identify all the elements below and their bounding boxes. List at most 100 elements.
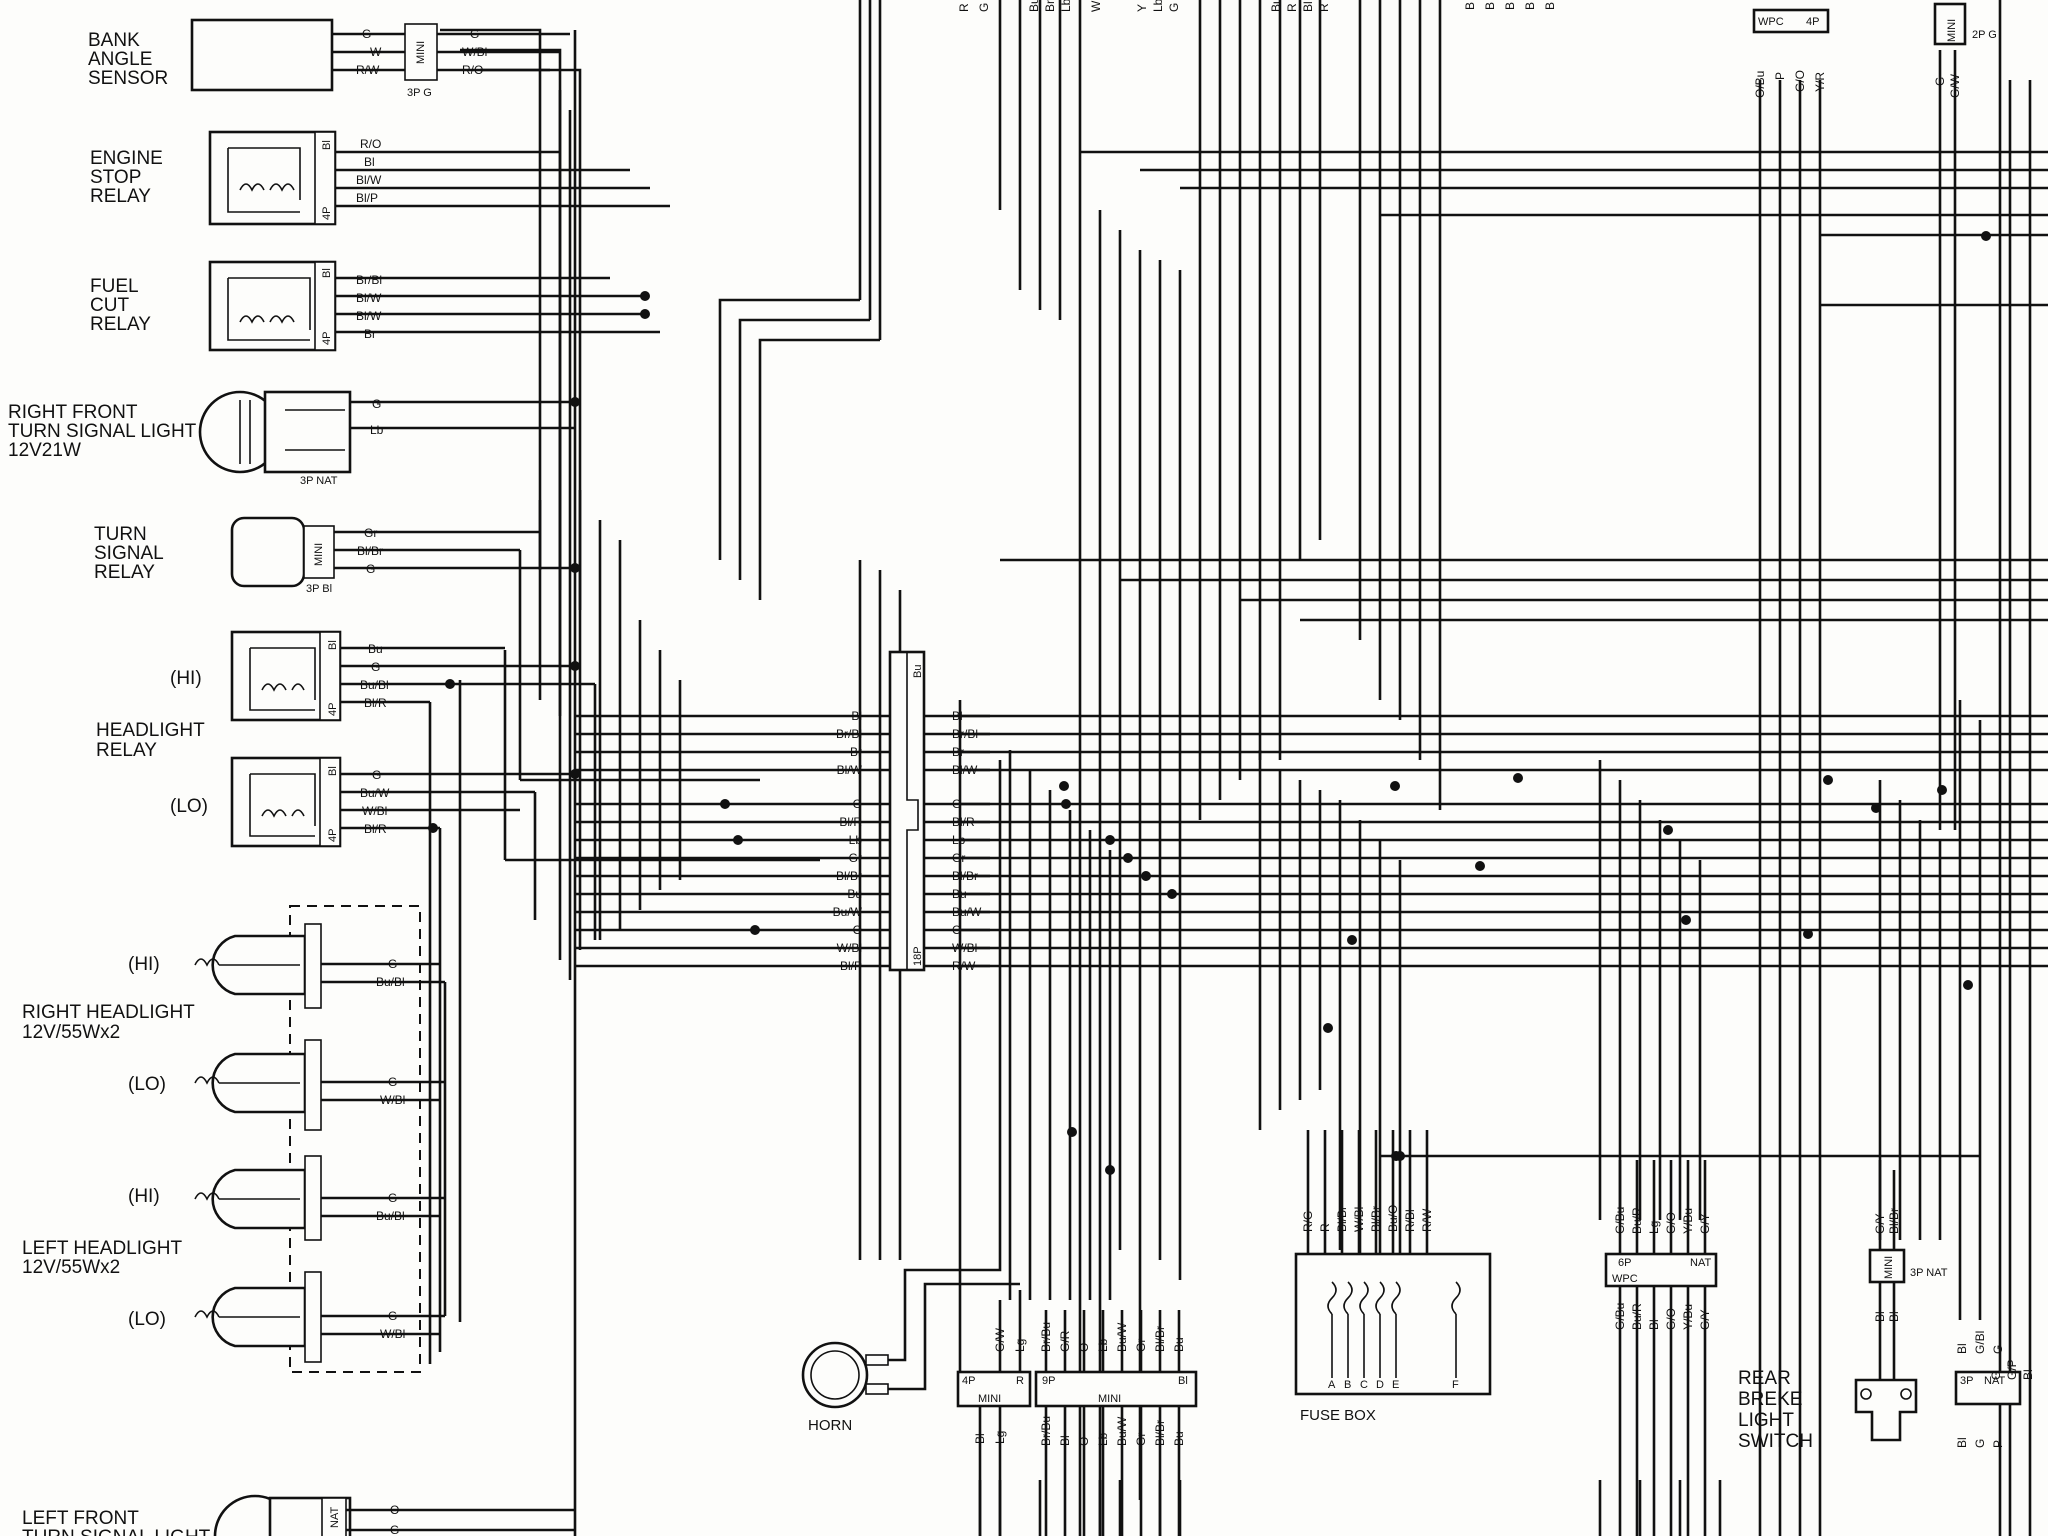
svg-text:Br: Br — [1043, 0, 1057, 12]
fuse-wire-label: R/Bl — [1403, 1209, 1417, 1232]
c18-left-label: G — [853, 797, 862, 811]
svg-text:O/Bu: O/Bu — [1753, 71, 1767, 98]
w6-top-label: G/Y — [1698, 1213, 1712, 1234]
svg-text:R: R — [1285, 3, 1299, 12]
junction-dot — [1963, 980, 1973, 990]
svg-text:Bl: Bl — [321, 268, 333, 278]
svg-text:Bl: Bl — [321, 140, 333, 150]
junction-dot — [640, 291, 650, 301]
svg-text:ANGLE: ANGLE — [88, 49, 152, 70]
junction-dot — [1513, 773, 1523, 783]
svg-text:Bu: Bu — [368, 642, 383, 656]
c18-left-label: Lb — [849, 833, 863, 847]
fuse-element — [1359, 1281, 1369, 1315]
svg-text:(LO): (LO) — [128, 1074, 166, 1095]
junction-dot — [1390, 781, 1400, 791]
c18-right-label: Bl — [952, 709, 963, 723]
svg-text:LIGHT: LIGHT — [1738, 1410, 1794, 1431]
svg-text:G: G — [388, 1075, 397, 1089]
svg-text:Bu/Bl: Bu/Bl — [376, 1209, 405, 1223]
svg-text:G: G — [1991, 1345, 2005, 1354]
svg-text:Y/R: Y/R — [1813, 72, 1827, 92]
c18-right-label: Bl/Br — [952, 869, 978, 883]
w6-bottom-label: G/O — [1664, 1308, 1678, 1330]
fuse-wire-label: Bl/Br — [1369, 1206, 1383, 1232]
svg-text:Bu/W: Bu/W — [360, 786, 390, 800]
w6-bottom-label: Y/Bu — [1681, 1304, 1695, 1330]
c18-left-label: Bl/W — [837, 763, 863, 777]
svg-text:R: R — [957, 3, 971, 12]
svg-text:MINI: MINI — [1883, 1256, 1895, 1279]
svg-text:(HI): (HI) — [128, 1186, 160, 1207]
m9-top-label: Lb — [1096, 1338, 1110, 1352]
top-edge-labels: R G Bu Br Lb W Y Lb G Bu R Bl R B B B B … — [957, 0, 2035, 1380]
svg-text:Bu/Bl: Bu/Bl — [360, 678, 389, 692]
junction-dot — [733, 835, 743, 845]
svg-text:NAT: NAT — [329, 1507, 341, 1528]
c18-right-label: Lb — [952, 833, 966, 847]
harness-wires — [440, 0, 2048, 1536]
svg-text:Bl: Bl — [1873, 1311, 1887, 1322]
engine-stop-relay: ENGINE STOP RELAY Bl 4P R/O Bl Bl/W Bl/P — [90, 130, 670, 226]
junction-dot — [1871, 803, 1881, 813]
junction-dot — [1167, 889, 1177, 899]
junction-dot — [570, 397, 580, 407]
svg-text:12V/55Wx2: 12V/55Wx2 — [22, 1257, 120, 1278]
svg-text:BANK: BANK — [88, 30, 140, 51]
m9-bottom-label: O — [1077, 1437, 1091, 1446]
svg-text:SIGNAL: SIGNAL — [94, 543, 164, 564]
svg-text:O: O — [390, 1503, 399, 1517]
svg-text:Bl/P: Bl/P — [356, 191, 378, 205]
m9-bottom-label: Bu — [1172, 1431, 1186, 1446]
svg-text:FUEL: FUEL — [90, 276, 139, 297]
junction-dot — [1937, 785, 1947, 795]
trunk-links — [505, 778, 820, 862]
svg-text:R/O: R/O — [462, 63, 483, 77]
svg-text:G: G — [372, 397, 381, 411]
svg-text:3P G: 3P G — [407, 87, 432, 99]
svg-text:3P NAT: 3P NAT — [300, 475, 338, 487]
junction-dot — [1141, 871, 1151, 881]
svg-text:W: W — [1089, 0, 1103, 12]
svg-text:WPC: WPC — [1612, 1273, 1638, 1285]
svg-text:Bl/Br: Bl/Br — [357, 544, 383, 558]
svg-text:RELAY: RELAY — [90, 186, 151, 207]
svg-text:Bl: Bl — [1301, 1, 1315, 12]
junction-dot — [570, 661, 580, 671]
m9-top-label: Bu/W — [1115, 1322, 1129, 1352]
c18-left-label: Br — [850, 745, 862, 759]
svg-text:G/O: G/O — [1793, 70, 1807, 92]
svg-text:R/W: R/W — [356, 63, 380, 77]
svg-text:Bl: Bl — [2021, 1369, 2035, 1380]
left-trunk — [503, 30, 597, 1536]
svg-text:Bl/W: Bl/W — [356, 173, 382, 187]
svg-text:Br/Bl: Br/Bl — [356, 273, 382, 287]
svg-text:G: G — [366, 562, 375, 576]
m9-top-label: Bl/Br — [1153, 1326, 1167, 1352]
svg-text:MINI: MINI — [313, 543, 325, 566]
c18-left-label: Bu — [847, 887, 862, 901]
svg-text:Bl: Bl — [973, 1433, 987, 1444]
svg-text:G: G — [977, 3, 991, 12]
svg-text:G: G — [1933, 77, 1947, 86]
svg-text:RELAY: RELAY — [96, 740, 157, 761]
svg-text:G: G — [1167, 3, 1181, 12]
svg-text:Br: Br — [364, 327, 376, 341]
svg-text:HEADLIGHT: HEADLIGHT — [96, 720, 205, 741]
svg-text:G: G — [1989, 1371, 2003, 1380]
svg-text:MINI: MINI — [978, 1393, 1001, 1405]
svg-text:Bl: Bl — [327, 766, 339, 776]
w6-bottom-label: G/Bu — [1613, 1303, 1627, 1330]
junction-dot — [1663, 825, 1673, 835]
svg-text:G: G — [388, 957, 397, 971]
svg-text:RELAY: RELAY — [90, 314, 151, 335]
c18-right-label: Bu — [952, 887, 967, 901]
c18-right-label: G — [952, 797, 961, 811]
fuel-cut-relay: FUEL CUT RELAY Bl 4P Br/Bl Bl/W Bl/W Br — [90, 260, 660, 352]
c18-left-label: Bl/R — [839, 815, 862, 829]
c18-right-label: W/Bl — [952, 941, 977, 955]
svg-text:NAT: NAT — [1690, 1257, 1711, 1269]
svg-text:Lg: Lg — [1013, 1339, 1027, 1352]
